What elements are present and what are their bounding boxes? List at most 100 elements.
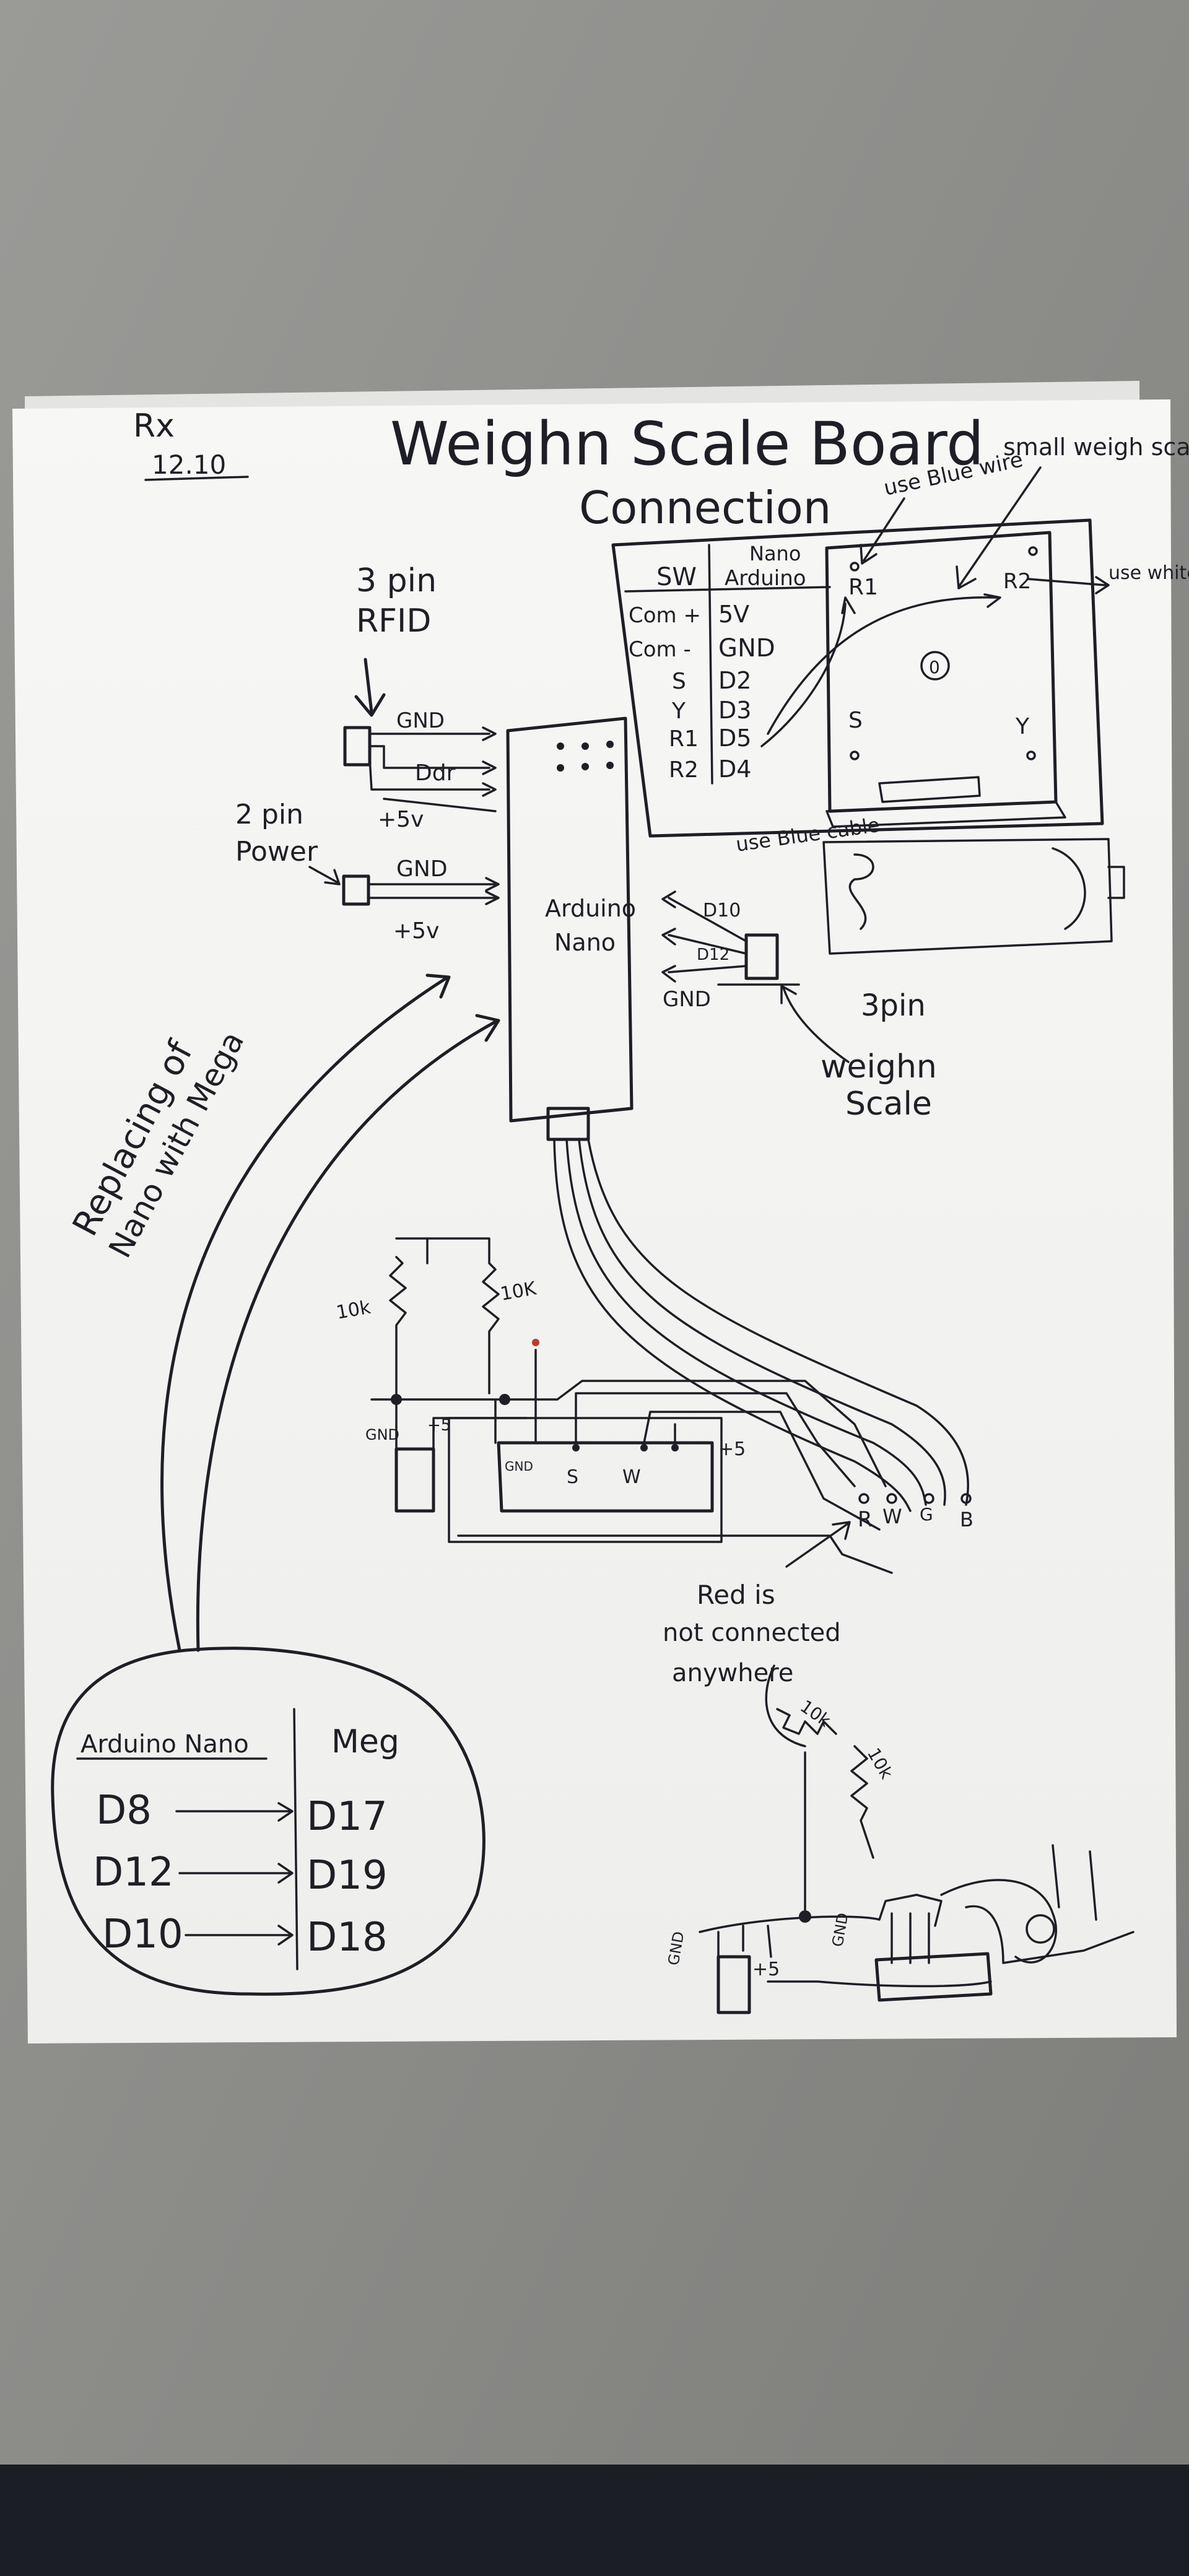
resistor-network [389, 1237, 500, 1395]
scale-label-r1: R1 [848, 575, 878, 600]
corner-rx: Rx [133, 407, 175, 445]
bottom-conn-circle [1026, 1914, 1055, 1944]
mapping-nano-d10: D10 [102, 1912, 183, 1957]
note-small-weigh-scale: small weigh scale [1003, 433, 1189, 461]
weigh-pin-d10: D10 [703, 900, 741, 921]
table-row-nano: D2 [718, 667, 751, 694]
scale-hole [850, 751, 860, 760]
mapping-mega-d17: D17 [307, 1794, 388, 1840]
note-white-wire: use white wire [1108, 562, 1189, 584]
wire-label-b: B [960, 1508, 973, 1531]
conn-label-gnd: GND [505, 1459, 533, 1474]
table-row-sw: Y [671, 698, 686, 724]
scale-label-y: Y [1015, 714, 1030, 739]
table-header-arduino: Arduino [725, 566, 806, 591]
red-note-2: not connected [663, 1619, 841, 1647]
rfid-wires [368, 726, 497, 812]
scale-board-base [825, 801, 1066, 828]
mapping-header-left: Arduino Nano [81, 1730, 249, 1759]
power-connector [342, 874, 370, 906]
scale-hole [850, 562, 860, 572]
power-arrow [308, 866, 341, 886]
replacing-arrow [160, 973, 500, 1652]
table-rows: Com + 5V Com - GND S D2 Y D3 R1 D5 R2 D4 [629, 601, 775, 783]
connector-outline [448, 1417, 723, 1543]
weigh-title-1: 3pin [861, 988, 926, 1023]
table-header-sw: SW [656, 563, 697, 591]
scale-center-circle [920, 651, 950, 681]
scale-hole [1026, 751, 1036, 760]
table-column-divider [708, 544, 713, 785]
rfid-title-2: RFID [356, 603, 431, 640]
red-note-3: anywhere [672, 1659, 793, 1687]
weigh-3pin-wires [661, 890, 800, 986]
conn-pin [671, 1444, 679, 1451]
weigh-title-3: Scale [845, 1086, 932, 1123]
table-row-sw: Com + [629, 603, 701, 628]
scale-label-r2: R2 [1003, 569, 1031, 594]
table-row-nano: D3 [718, 697, 751, 724]
mapping-header-rule [76, 1708, 298, 1970]
scale-arrows [760, 466, 1110, 747]
load-cell-pattern [848, 847, 1125, 930]
weigh-3pin-arrow [780, 985, 850, 1063]
weigh-3pin-connector [744, 933, 779, 980]
rfid-pin-5v: +5v [378, 807, 424, 832]
table-row-sw: S [672, 669, 686, 694]
scale-label-center: 0 [929, 657, 940, 677]
cable-bundle [553, 1138, 969, 1512]
scale-label-s: S [848, 708, 863, 733]
corner-date: 12.10 [152, 450, 226, 480]
weigh-pin-gnd: GND [663, 987, 711, 1012]
power-pin-5v: +5v [393, 918, 439, 944]
red-note-arrow [785, 1521, 851, 1568]
page-title: Weighn Scale Board [390, 409, 984, 479]
weigh-title-2: weighn [821, 1048, 937, 1086]
mapping-bubble [51, 1647, 486, 1996]
rfid-pin-gnd: GND [396, 708, 445, 733]
plus5-label-b: +5 [718, 1438, 746, 1460]
page-subtitle: Connection [579, 482, 831, 534]
mapping-arrows [175, 1802, 294, 1946]
corner-date-underline [144, 476, 249, 481]
power-pin-gnd: GND [396, 856, 448, 882]
node-red [532, 1339, 539, 1346]
conn-pin [640, 1444, 648, 1451]
scale-board-pad [878, 776, 981, 803]
connector-block [497, 1441, 714, 1513]
table-row-sw: R1 [669, 726, 699, 752]
weigh-pin-d12: D12 [697, 946, 730, 964]
bottom-resistors [765, 1664, 874, 1915]
mapping-mega-d19: D19 [307, 1853, 388, 1899]
table-row-nano: D5 [718, 724, 751, 752]
wire-label-r: R [858, 1507, 873, 1532]
red-note-1: Red is [697, 1580, 775, 1610]
plus5-label-a: +5 [427, 1416, 451, 1435]
table-row-sw: R2 [669, 757, 699, 783]
wire-label-w: W [882, 1505, 902, 1528]
table-row-nano: D4 [718, 755, 751, 783]
bottom-wiring [699, 1844, 1135, 1988]
table-bottom-shadow [0, 2465, 1189, 2576]
conn-label-s: S [567, 1466, 578, 1488]
arduino-bottom-connector [546, 1107, 590, 1141]
mapping-header-right: Meg [331, 1723, 399, 1760]
conn-label-w: W [622, 1466, 641, 1488]
arduino-name-2: Nano [554, 929, 616, 956]
power-title-2: Power [235, 836, 318, 868]
wire-label-g: G [920, 1504, 933, 1525]
lower-wiring [370, 1349, 893, 1574]
load-cell [822, 838, 1113, 955]
mapping-nano-d8: D8 [96, 1788, 152, 1834]
bottom-power-block [716, 1955, 751, 2014]
mapping-mega-d18: D18 [307, 1915, 388, 1960]
bottom-connector [874, 1952, 993, 2002]
rfid-arrow [354, 658, 386, 717]
table-row-sw: Com - [629, 637, 691, 662]
scale-hole [1028, 546, 1038, 556]
power-block-small [394, 1447, 435, 1513]
mapping-nano-d12: D12 [93, 1850, 174, 1895]
table-header-rule [624, 586, 831, 593]
conn-pin [572, 1444, 580, 1451]
